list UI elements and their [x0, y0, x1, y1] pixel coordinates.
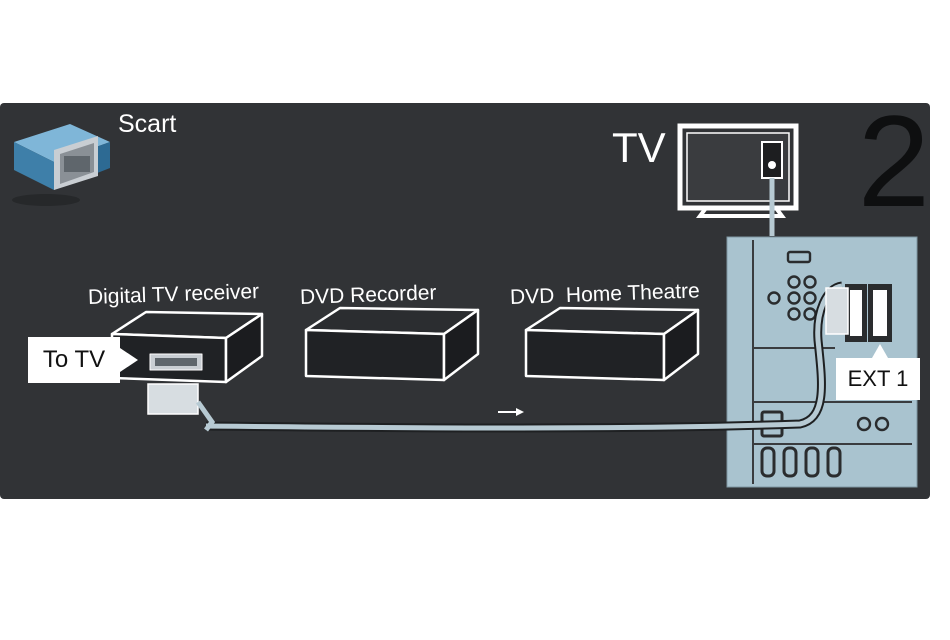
device-label-dvd-recorder: DVD Recorder — [300, 281, 437, 310]
dvd-recorder-box — [306, 308, 478, 380]
tv-icon — [680, 126, 796, 216]
ext1-callout: EXT 1 — [836, 358, 920, 400]
direction-arrow-icon — [498, 408, 524, 416]
tv-label: TV — [612, 124, 666, 172]
to-tv-callout: To TV — [28, 337, 120, 383]
step-number: 2 — [858, 96, 930, 226]
digital-tv-receiver-box — [112, 312, 262, 382]
scart-plug-icon — [12, 124, 110, 206]
scart-label: Scart — [118, 110, 176, 139]
dvd-home-theatre-box — [526, 308, 698, 380]
scart-sockets — [845, 284, 892, 342]
